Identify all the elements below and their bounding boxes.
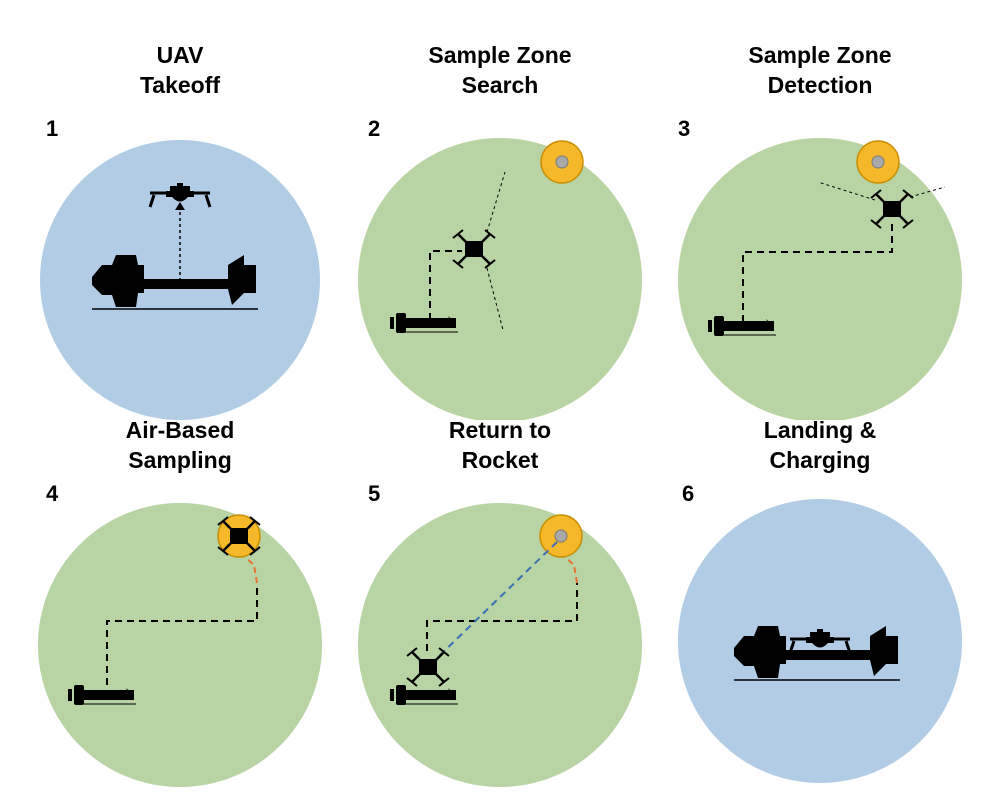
scene-sampling: [38, 503, 322, 787]
step-number: 5: [368, 481, 381, 506]
title-line-2: Search: [461, 72, 539, 98]
panel-uav-takeoff: UAV Takeoff 1: [20, 40, 340, 420]
title-line-1: Landing &: [763, 417, 877, 443]
step-number: 4: [46, 481, 59, 506]
title-line-1: Sample Zone: [748, 42, 892, 68]
panel-sample-zone-search: Sample Zone Search 2: [340, 40, 660, 420]
scene-search: [358, 138, 642, 420]
sensor-fov-right: [909, 186, 946, 198]
sensor-fov-lower: [486, 267, 504, 331]
scene-return: [358, 503, 642, 787]
return-path: [434, 541, 558, 661]
title-line-2: Takeoff: [139, 72, 221, 98]
panel-title: Sample Zone Detection: [660, 40, 980, 100]
scene-detection: [678, 138, 962, 420]
title-line-2: Sampling: [128, 447, 232, 473]
target-zone-icon: [856, 140, 900, 184]
scene-landing: [678, 499, 962, 783]
panel-title: Air-Based Sampling: [20, 415, 340, 475]
target-zone-icon: [540, 140, 584, 184]
title-line-1: Return to: [448, 417, 552, 443]
panel-title: UAV Takeoff: [20, 40, 340, 100]
panel-return-to-rocket: Return to Rocket 5: [340, 415, 660, 795]
panel-sample-zone-detection: Sample Zone Detection 3: [660, 40, 980, 420]
step-number: 6: [682, 481, 695, 506]
title-line-1: UAV: [156, 42, 204, 68]
step-number: 3: [678, 116, 691, 141]
flight-path: [426, 583, 578, 651]
flight-path: [429, 250, 462, 320]
sensor-fov-left: [817, 181, 876, 201]
scene-takeoff: [40, 140, 320, 420]
panel-landing-charging: Landing & Charging 6: [660, 415, 980, 795]
target-zone-icon: [539, 514, 583, 558]
title-line-2: Detection: [767, 72, 873, 98]
flight-path: [742, 223, 893, 322]
title-line-2: Charging: [769, 447, 871, 473]
panel-air-based-sampling: Air-Based Sampling 4: [20, 415, 340, 795]
panel-title: Return to Rocket: [340, 415, 660, 475]
panel-title: Landing & Charging: [660, 415, 980, 475]
ascent-arrow-head: [175, 202, 185, 210]
title-line-1: Air-Based: [125, 417, 235, 443]
panel-title: Sample Zone Search: [340, 40, 660, 100]
title-line-1: Sample Zone: [428, 42, 572, 68]
ground-circle: [38, 503, 322, 787]
ground-circle: [678, 138, 962, 420]
flight-path: [106, 583, 258, 685]
step-number: 2: [368, 116, 381, 141]
step-number: 1: [46, 116, 59, 141]
title-line-2: Rocket: [461, 447, 539, 473]
ground-circle: [358, 138, 642, 420]
sensor-fov-upper: [486, 171, 506, 233]
ground-circle: [358, 503, 642, 787]
